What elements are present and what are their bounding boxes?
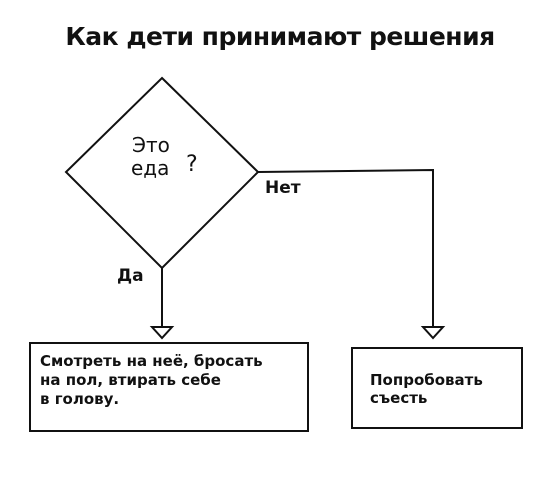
yes-outcome-text: Смотреть на неё, бросать на пол, втирать… [40, 352, 263, 408]
no-outcome-text: Попробовать съесть [370, 371, 483, 407]
yes-arrowhead [149, 326, 175, 340]
decision-line-2: еда [131, 156, 170, 180]
no-branch-label: Нет [265, 178, 301, 198]
diagram-title: Как дети принимают решения [65, 22, 495, 51]
no-outcome-box [351, 347, 523, 429]
yes-outcome-box [29, 342, 309, 432]
decision-line-1: Это [132, 133, 170, 157]
yes-branch-label: Да [117, 266, 144, 286]
no-arrowhead [420, 326, 446, 340]
decision-question-mark: ? [186, 152, 198, 177]
no-connector-line [257, 168, 434, 327]
